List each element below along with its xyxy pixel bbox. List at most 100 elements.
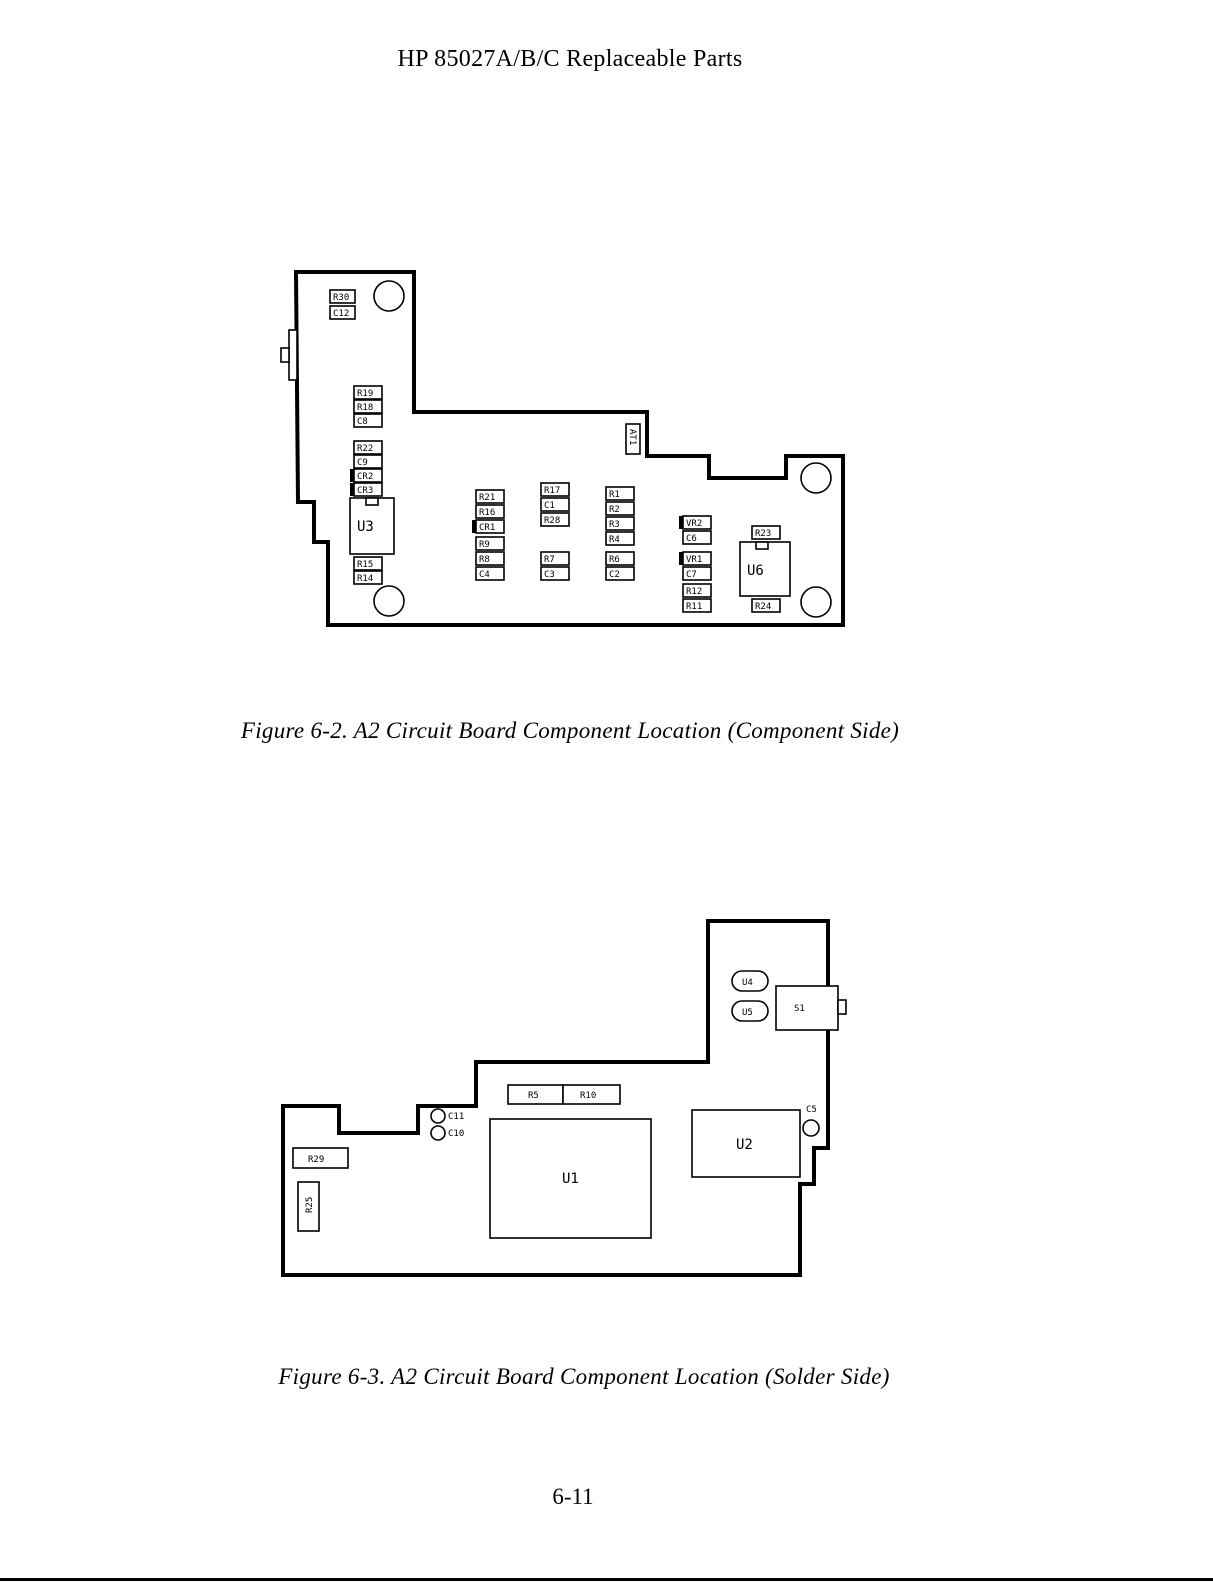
svg-text:R2: R2	[609, 505, 620, 515]
component-U4: U4	[731, 970, 769, 992]
component-R23: R23	[751, 525, 781, 540]
component-C7: C7	[682, 566, 712, 581]
component-C2: C2	[605, 566, 635, 581]
edge-connector-tab	[280, 347, 290, 363]
mounting-hole	[373, 280, 405, 312]
solder-side-board: S1 U4 U5 R5 R10 C11 C10 U1 U2 C5	[281, 919, 847, 1277]
page-bottom-rule	[0, 1578, 1213, 1581]
svg-text:R24: R24	[755, 602, 771, 612]
component-R21: R21	[475, 489, 505, 504]
component-U5: U5	[731, 1000, 769, 1022]
svg-text:C11: C11	[448, 1112, 464, 1122]
svg-text:R30: R30	[333, 293, 349, 303]
svg-text:R23: R23	[755, 529, 771, 539]
svg-text:R25: R25	[305, 1197, 315, 1213]
svg-text:U1: U1	[562, 1171, 579, 1187]
component-C12: C12	[329, 305, 356, 320]
component-C4: C4	[475, 566, 505, 581]
component-R2: R2	[605, 501, 635, 516]
board-outline-solder-side	[281, 919, 830, 1277]
figure-caption-solder-side: Figure 6-3. A2 Circuit Board Component L…	[278, 1364, 890, 1389]
component-C1: C1	[540, 497, 570, 512]
svg-text:C6: C6	[686, 534, 697, 544]
svg-text:C9: C9	[357, 458, 368, 468]
svg-text:R19: R19	[357, 389, 373, 399]
page-number: 6-11	[552, 1484, 594, 1509]
svg-text:R1: R1	[609, 490, 620, 500]
svg-text:R28: R28	[544, 516, 560, 526]
component-CR2: CR2	[350, 468, 383, 483]
svg-text:C1: C1	[544, 501, 555, 511]
component-side-board: R30 C12 R19 R18 C8 R22 C9 CR2 CR3 U3 R15…	[280, 270, 845, 627]
svg-text:U5: U5	[742, 1008, 753, 1018]
component-S1: S1	[775, 985, 847, 1031]
component-R24: R24	[751, 598, 781, 613]
component-C6: C6	[682, 530, 712, 545]
svg-text:R4: R4	[609, 535, 620, 545]
component-R15: R15	[353, 556, 383, 571]
svg-text:R5: R5	[528, 1091, 539, 1101]
component-C3: C3	[540, 566, 570, 581]
board-outline-component-side	[293, 270, 845, 627]
component-R30: R30	[329, 289, 356, 304]
component-R29: R29	[292, 1147, 349, 1169]
component-U1: U1	[489, 1118, 652, 1239]
svg-text:C4: C4	[479, 570, 490, 580]
component-R7: R7	[540, 551, 570, 566]
component-U2: U2	[691, 1109, 801, 1178]
page-header: HP 85027A/B/C Replaceable Parts	[397, 46, 743, 72]
svg-text:CR2: CR2	[357, 472, 373, 482]
svg-text:R12: R12	[686, 587, 702, 597]
component-R16: R16	[475, 504, 505, 519]
svg-text:C3: C3	[544, 570, 555, 580]
svg-text:R9: R9	[479, 540, 490, 550]
svg-text:R22: R22	[357, 444, 373, 454]
component-R1: R1	[605, 486, 635, 501]
mounting-hole	[800, 462, 832, 494]
svg-text:R15: R15	[357, 560, 373, 570]
component-C9: C9	[353, 454, 383, 469]
component-VR1: VR1	[679, 551, 712, 566]
component-U3: U3	[349, 497, 395, 555]
svg-text:R7: R7	[544, 555, 555, 565]
component-CR1: CR1	[472, 519, 505, 534]
svg-text:R29: R29	[308, 1155, 324, 1165]
component-C8: C8	[353, 413, 383, 428]
figure-caption-component-side: Figure 6-2. A2 Circuit Board Component L…	[240, 718, 900, 743]
component-AT1: AT1	[625, 423, 641, 455]
svg-text:C5: C5	[806, 1105, 817, 1115]
component-R11: R11	[682, 598, 712, 613]
mounting-hole	[800, 586, 832, 618]
component-R22: R22	[353, 440, 383, 455]
component-R6: R6	[605, 551, 635, 566]
svg-text:CR3: CR3	[357, 486, 373, 496]
component-R19: R19	[353, 385, 383, 400]
component-R12: R12	[682, 583, 712, 598]
component-R18: R18	[353, 399, 383, 414]
component-R10: R10	[562, 1084, 621, 1105]
component-R3: R3	[605, 516, 635, 531]
svg-text:R10: R10	[580, 1091, 596, 1101]
svg-text:U6: U6	[747, 563, 764, 579]
svg-text:C10: C10	[448, 1129, 464, 1139]
svg-text:CR1: CR1	[479, 523, 495, 533]
component-R5: R5	[507, 1084, 564, 1105]
svg-text:R14: R14	[357, 574, 373, 584]
component-R25: R25	[297, 1181, 320, 1232]
svg-text:C7: C7	[686, 570, 697, 580]
component-R8: R8	[475, 551, 505, 566]
svg-text:U3: U3	[357, 519, 374, 535]
svg-text:AT1: AT1	[627, 429, 637, 445]
svg-text:R21: R21	[479, 493, 495, 503]
edge-connector	[288, 329, 298, 381]
svg-text:R18: R18	[357, 403, 373, 413]
component-C10: C10	[430, 1125, 464, 1141]
svg-text:VR2: VR2	[686, 519, 702, 529]
component-R28: R28	[540, 512, 570, 527]
svg-text:S1: S1	[794, 1004, 805, 1014]
svg-text:R16: R16	[479, 508, 495, 518]
mounting-hole	[373, 585, 405, 617]
component-R9: R9	[475, 536, 505, 551]
svg-text:C2: C2	[609, 570, 620, 580]
